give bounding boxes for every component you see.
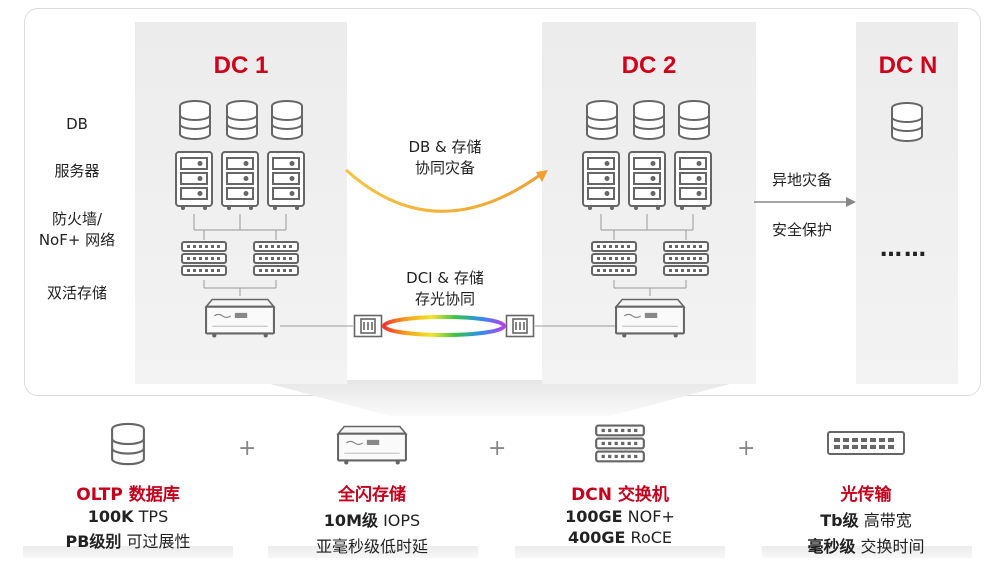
dc1-db-group: [179, 100, 303, 140]
optical-bandwidth-value: Tb级: [820, 511, 859, 530]
dcn-port-1-speed: 100GE: [565, 507, 623, 526]
dcn-title: DC N: [878, 52, 938, 79]
server-icon: [628, 151, 666, 210]
oltp-card: OLTP 数据库 100K TPS PB级别 可过展性: [28, 418, 228, 552]
dcn-port-1-proto: NOF+: [622, 507, 675, 526]
optical-switch-time-value: 毫秒级: [807, 537, 856, 556]
sync-label-2: 协同灾备: [414, 159, 475, 177]
dci-label-1: DCI & 存储: [406, 269, 484, 287]
dc1-server-group: [175, 151, 305, 210]
dcn-switch-title: DCN 交换机: [571, 485, 669, 505]
storage-array-icon: [205, 298, 275, 339]
database-icon: [110, 422, 146, 466]
oltp-scale-value: PB级别: [65, 532, 122, 551]
database-icon: [179, 100, 211, 140]
database-icon: [891, 102, 923, 142]
row-label-server: 服务器: [54, 162, 100, 180]
optical-transport-icon: [827, 431, 905, 455]
optical-transport-title: 光传输: [840, 485, 892, 505]
server-icon: [221, 151, 259, 210]
database-icon: [271, 100, 303, 140]
flash-latency-text: 亚毫秒级低时延: [315, 537, 428, 556]
dci-fiber: [382, 315, 506, 337]
oltp-title: OLTP 数据库: [76, 485, 180, 505]
dcn-port-2-speed: 400GE: [567, 528, 626, 547]
optical-bandwidth-text: 高带宽: [858, 511, 912, 530]
dc1-wiring: [193, 214, 287, 296]
optical-switch-time-text: 交换时间: [855, 537, 925, 556]
dc2-title: DC 2: [621, 52, 677, 79]
flash-iops-unit: IOPS: [378, 511, 421, 530]
flash-storage-card: 全闪存储 10M级 IOPS 亚毫秒级低时延: [272, 418, 472, 557]
plus-sign-2: +: [488, 436, 507, 461]
dcn-panel: [856, 22, 958, 384]
dc2-db-group: [586, 100, 710, 140]
row-label-nof-network: NoF+ 网络: [38, 231, 116, 249]
flash-storage-title: 全闪存储: [338, 485, 406, 505]
dci-label-2: 存光协同: [414, 290, 475, 308]
row-label-storage: 双活存储: [46, 284, 107, 302]
plus-sign-3: +: [737, 436, 756, 461]
remote-arrow: [754, 197, 856, 207]
dc2-server-group: [582, 151, 712, 210]
switch-icon: [595, 424, 645, 463]
remote-label-2: 安全保护: [771, 221, 832, 239]
remote-label-1: 异地灾备: [771, 171, 832, 189]
shelf-optical: [762, 546, 972, 558]
oltp-tps-unit: TPS: [133, 507, 169, 526]
dcn-port-2-proto: RoCE: [625, 528, 673, 547]
server-icon: [175, 151, 213, 210]
plus-sign-1: +: [238, 436, 257, 461]
storage-array-icon: [337, 425, 407, 466]
dcn-switch-card: DCN 交换机 100GE NOF+ 400GE RoCE: [520, 418, 720, 547]
storage-link-lines: [280, 325, 615, 327]
server-icon: [267, 151, 305, 210]
database-icon: [226, 100, 258, 140]
database-icon: [586, 100, 618, 140]
oltp-tps-value: 100K: [87, 507, 134, 526]
dc1-title: DC 1: [213, 52, 269, 79]
shelf-oltp: [23, 546, 233, 558]
dcn-db: [891, 102, 923, 142]
shelf-dcn: [515, 546, 725, 558]
funnel-shadow: [255, 380, 745, 416]
optical-transport-card: 光传输 Tb级 高带宽 毫秒级 交换时间: [766, 418, 966, 557]
ellipsis: ……: [880, 237, 928, 262]
row-label-firewall: 防火墙/: [51, 210, 103, 228]
row-label-db: DB: [66, 115, 88, 133]
sync-arrow: [344, 168, 548, 213]
storage-array-icon: [615, 298, 685, 339]
database-icon: [633, 100, 665, 140]
database-icon: [678, 100, 710, 140]
flash-iops-value: 10M级: [323, 511, 378, 530]
shelf-flash: [268, 546, 478, 558]
server-icon: [674, 151, 712, 210]
dc2-wiring: [600, 214, 694, 296]
server-icon: [582, 151, 620, 210]
oltp-scale-text: 可过展性: [121, 532, 191, 551]
sync-label-1: DB & 存储: [408, 138, 482, 156]
